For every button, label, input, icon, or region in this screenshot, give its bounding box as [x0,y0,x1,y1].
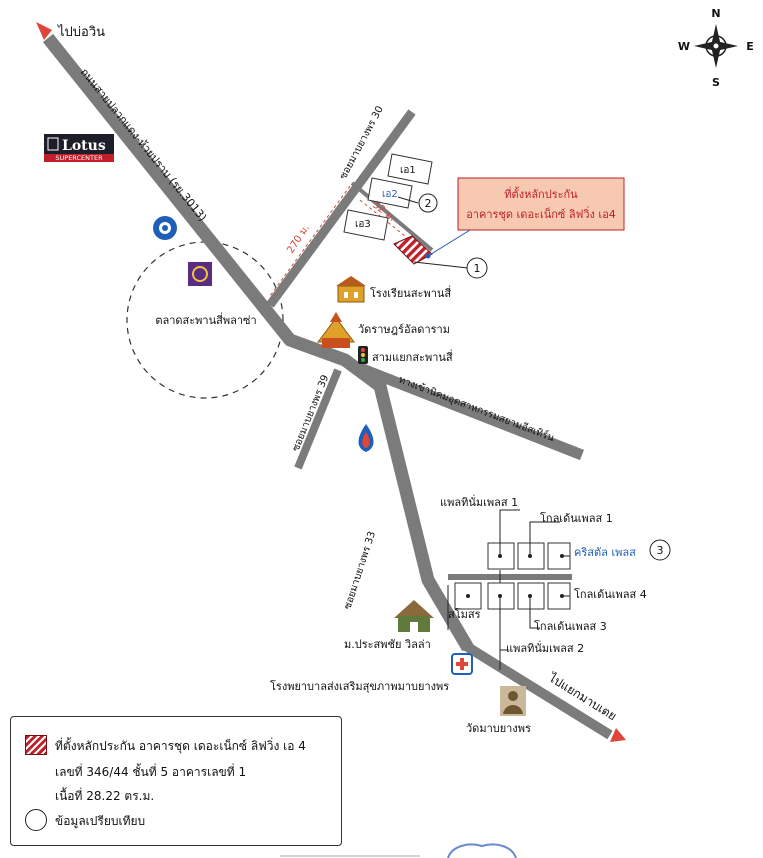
legend-line-3: เนื้อที่ 28.22 ตร.ม. [55,789,155,803]
compass-icon [694,24,738,68]
label-plot-a2: เอ2 [382,189,398,200]
label-soi-33: ซอยมาบยางพร 33 [342,530,378,611]
road-lane-a2 [350,181,434,252]
marker-1 [466,257,488,279]
plot-a3 [343,209,389,241]
label-village: ม.ประสพชัย วิลล่า [344,638,431,651]
traffic-light-icon [358,346,368,364]
plot-a1 [387,153,433,185]
label-school: โรงเรียนสะพานสี่ [370,285,451,300]
label-crystal: คริสตัล เพลส [574,546,636,559]
marker-2-label: 2 [425,197,432,210]
marker-1-line [413,261,469,269]
label-club: สโมสร [448,607,481,621]
label-plot-a1: เอ1 [400,165,416,176]
callout-line-2: อาคารชุด เดอะเน็กซ์ ลิฟวิ่ง เอ4 [466,206,616,221]
legend-collateral-swatch [25,735,47,755]
marker-2-line [397,196,419,204]
label-hospital: โรงพยาบาลส่งเสริมสุขภาพมาบยางพร [270,679,449,693]
collateral-plot [393,235,433,265]
legend-line-1: ที่ตั้งหลักประกัน อาคารชุด เดอะเน็กซ์ ลิ… [55,739,306,753]
housing-units [454,542,571,610]
compass-n: N [711,7,720,20]
lotus-logo-text: Lotus [62,138,106,154]
compass-e: E [746,40,754,53]
callout-pointer [427,229,471,257]
marker-1-label: 1 [474,262,481,275]
label-palm-1: แพลทินั่มเพลส 1 [440,494,518,509]
marker-3-label: 3 [657,544,664,557]
hospital-icon [451,653,473,675]
arrow-bo-win [36,22,52,40]
school-icon [336,276,366,303]
label-soi-30: ซอยมาบยางพร 30 [338,104,386,181]
marker-2 [418,193,438,213]
legend-line-2: เลขที่ 346/44 ชั้นที่ 5 อาคารเลขที่ 1 [55,765,247,779]
compass-w: W [678,40,690,53]
compass-s: S [712,76,720,89]
temple-icon [317,312,355,348]
distance-52-line [359,199,421,249]
gas-station-icon [358,424,374,452]
collateral-callout [457,177,625,231]
label-wat-map-yang: วัดมาบยางพร [466,722,531,735]
legend-line-4: ข้อมูลเปรียบเทียบ [55,814,146,828]
label-golden-3: โกลเด้นเพลส 3 [534,619,607,633]
lotus-logo [44,134,114,162]
bank-ktb-icon [188,262,212,286]
road-soi-33 [463,641,613,740]
bank-thai-icon [153,216,177,240]
roads [42,33,613,740]
plots [343,153,433,241]
label-palm-2: แพลทินั่มเพลส 2 [506,640,584,655]
legend-comparison-circle [25,809,47,831]
lotus-logo-subtext: SUPERCENTER [55,154,103,162]
label-golden-4: โกลเด้นเพลส 4 [574,587,647,601]
road-soi-39 [294,368,342,470]
unit-golden-1 [517,542,545,570]
label-temple: วัดราษฎร์อัลดาราม [358,323,450,336]
label-golden-1: โกลเด้นเพลส 1 [540,511,613,525]
label-intersection: สามแยกสะพานสี่ [372,349,453,364]
callout-line-1: ที่ตั้งหลักประกัน [504,186,578,201]
road-main [42,33,474,652]
village-house-icon [394,600,434,632]
label-industrial: ทางเข้านิคมอุตสาหกรรมสยามอีสเทิร์น [397,374,556,445]
plot-a2 [367,177,413,209]
marker-3 [649,539,671,561]
callout-pointer-dot [425,253,431,259]
arrow-map-yang [610,728,626,742]
road-soi-30 [266,109,416,308]
label-to-bo-win: ไปบ่อวิน [57,24,105,40]
footer-ornament [447,843,517,858]
distance-270-line [269,185,351,297]
buddha-icon [500,686,526,716]
road-industrial [357,362,585,461]
legend: ที่ตั้งหลักประกัน อาคารชุด เดอะเน็กซ์ ลิ… [10,716,342,846]
label-market: ตลาดสะพานสี่พลาซ่า [155,312,256,327]
label-plot-a3: เอ3 [355,219,371,230]
